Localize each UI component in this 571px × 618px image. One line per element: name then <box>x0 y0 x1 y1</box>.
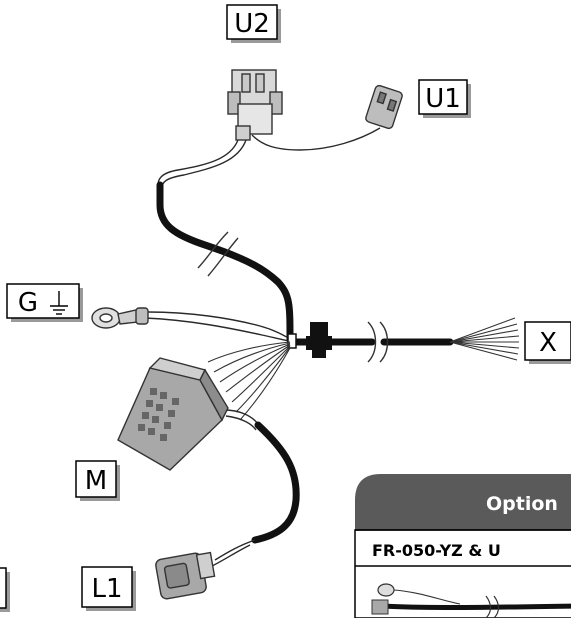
l1-connector <box>155 551 216 600</box>
ring-terminal <box>91 307 149 329</box>
option-panel-title: Option <box>486 493 558 515</box>
label-g-text: G <box>18 288 38 318</box>
label-x: X <box>524 321 571 364</box>
ground-wire <box>147 311 293 341</box>
ground-icon <box>50 291 68 315</box>
label-u1-text: U1 <box>425 84 461 114</box>
label-box-partial <box>0 567 10 612</box>
u1-connector <box>365 84 403 130</box>
splice-block <box>287 322 332 358</box>
wire-break-mark <box>197 231 229 269</box>
label-l1: L1 <box>81 566 136 611</box>
label-u1: U1 <box>418 79 471 118</box>
wire-break-mark <box>207 237 239 277</box>
label-u2: U2 <box>226 4 281 43</box>
wire-break-mark <box>379 321 389 363</box>
label-l1-text: L1 <box>91 574 122 604</box>
option-panel-thumbnail <box>371 583 571 618</box>
l1-trunk-wire <box>251 421 300 544</box>
x-fanout-wires <box>449 317 520 361</box>
u2-connector <box>227 69 283 141</box>
label-u2-text: U2 <box>234 9 270 39</box>
wire-break-mark <box>367 321 377 363</box>
label-g: G <box>6 283 83 322</box>
u1-wire <box>251 127 381 151</box>
u2-trunk-wire <box>156 181 294 344</box>
option-panel-subtitle: FR-050-YZ & U <box>372 541 501 560</box>
label-m: M <box>75 460 120 501</box>
option-panel: Option FR-050-YZ & U <box>354 474 571 618</box>
label-x-text: X <box>539 328 557 358</box>
label-m-text: M <box>85 466 107 496</box>
wire-harness <box>144 127 520 567</box>
m-connector <box>117 357 229 471</box>
